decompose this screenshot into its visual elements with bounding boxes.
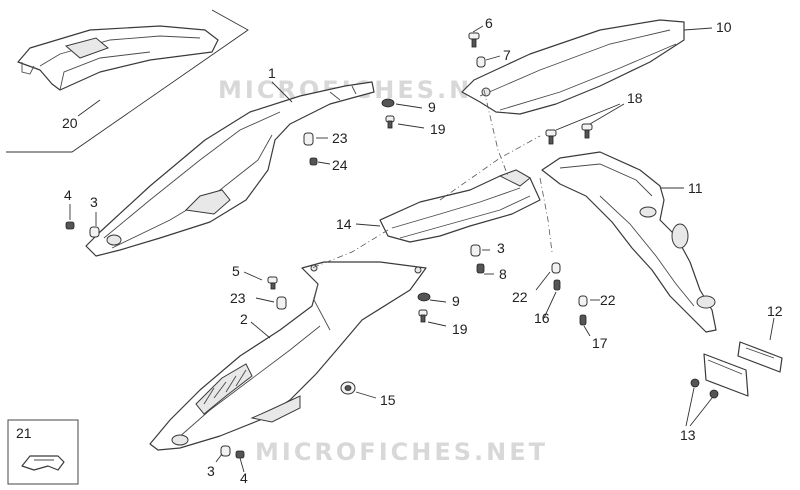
callout-14: 14: [336, 216, 352, 232]
callout-12: 12: [767, 303, 783, 319]
callout-13: 13: [680, 427, 696, 443]
part-12-reflector: [737, 341, 783, 373]
callout-7: 7: [503, 47, 511, 63]
callout-16: 16: [534, 310, 550, 326]
callout-15: 15: [380, 392, 396, 408]
callout-10: 10: [716, 19, 732, 35]
callout-24: 24: [332, 157, 348, 173]
assembly-lines: [311, 89, 553, 269]
part-14-undertray: [379, 169, 541, 243]
part-20-seat-cover: [17, 25, 219, 91]
part-10-rear-cowl: [461, 19, 685, 115]
callout-8: 8: [499, 266, 507, 282]
callout-4-bottom: 4: [240, 470, 248, 486]
callout-23-lower: 23: [230, 290, 246, 306]
part-1-upper-side-panel: [85, 81, 375, 257]
callout-2: 2: [240, 311, 248, 327]
callout-21: 21: [16, 425, 32, 441]
callout-22-right: 22: [600, 292, 616, 308]
watermark-bottom: MICROFICHES.NET: [255, 438, 548, 466]
callouts: 1 2 3 3 3 4 4 5 6 7 8 9 9 10 11 12 13 14…: [16, 15, 783, 486]
callout-9-upper: 9: [428, 99, 436, 115]
callout-1: 1: [268, 65, 276, 81]
callout-4-left: 4: [64, 187, 72, 203]
callout-19-lower: 19: [452, 321, 468, 337]
callout-9-lower: 9: [452, 293, 460, 309]
callout-18: 18: [627, 90, 643, 106]
callout-3-bottom: 3: [207, 463, 215, 479]
part-21-box: [7, 419, 79, 485]
hardware: [65, 32, 719, 459]
callout-11: 11: [688, 180, 703, 196]
inset-frame-20: [6, 9, 249, 153]
callout-22-center: 22: [512, 289, 528, 305]
callout-23-upper: 23: [332, 130, 348, 146]
callout-19-upper: 19: [430, 121, 446, 137]
callout-20: 20: [62, 115, 78, 131]
callout-3-center: 3: [497, 240, 505, 256]
callout-3-left: 3: [90, 194, 98, 210]
part-11-license-holder: [541, 151, 749, 397]
leader-lines: [69, 25, 775, 473]
callout-5: 5: [232, 263, 240, 279]
callout-17: 17: [592, 335, 608, 351]
part-2-lower-side-panel: [149, 261, 427, 451]
callout-6: 6: [485, 15, 493, 31]
